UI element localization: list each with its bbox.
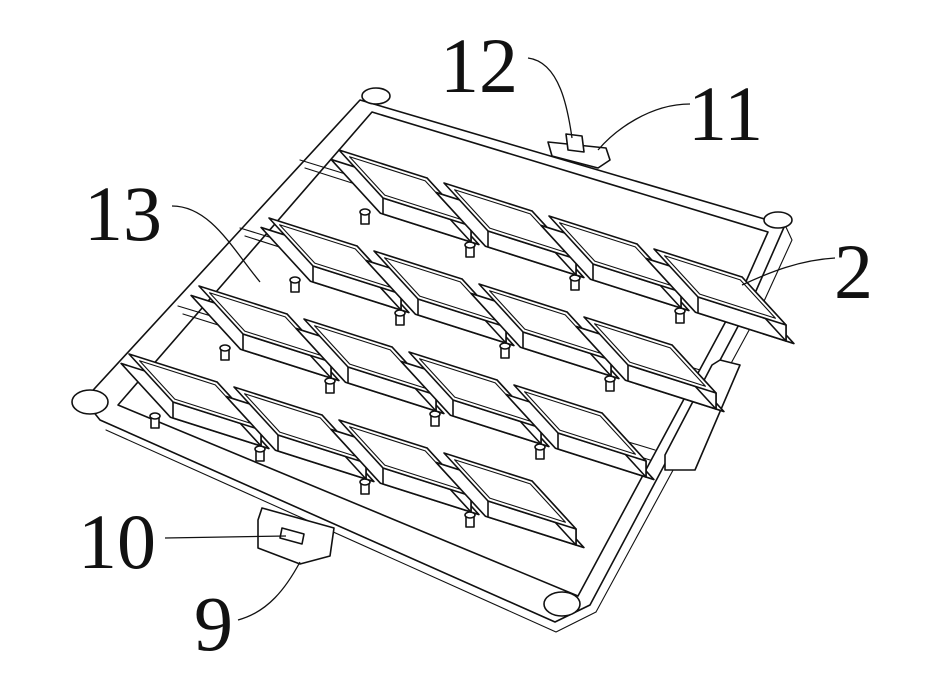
leader-12 [527, 57, 573, 139]
alignment-peg [219, 344, 231, 361]
leader-11 [597, 103, 691, 151]
label-12: 12 [440, 22, 518, 109]
alignment-peg [569, 274, 581, 291]
reference-numerals: 12 11 13 2 10 9 [78, 22, 873, 667]
leader-10 [164, 535, 287, 539]
package-module [505, 384, 655, 481]
package-module [330, 149, 480, 246]
corner-posts [71, 87, 793, 617]
alignment-peg [534, 443, 546, 460]
package-module [365, 250, 515, 347]
tab-clip [565, 133, 585, 153]
package-module [435, 452, 585, 549]
alignment-peg [604, 375, 616, 392]
tab-slot [279, 527, 305, 545]
alignment-peg [289, 276, 301, 293]
leader-9 [237, 561, 301, 621]
label-2: 2 [834, 228, 873, 315]
alignment-peg [149, 412, 161, 429]
module-grid [120, 149, 795, 549]
alignment-peg [394, 309, 406, 326]
label-9: 9 [194, 580, 233, 667]
label-10: 10 [78, 498, 156, 585]
alignment-peg [499, 342, 511, 359]
package-module [575, 316, 725, 413]
package-module [470, 283, 620, 380]
top-tab [547, 133, 611, 169]
leader-2 [741, 257, 836, 286]
package-module [435, 182, 585, 279]
leader-lines [164, 57, 836, 621]
label-11: 11 [688, 70, 763, 157]
alignment-peg [254, 445, 266, 462]
alignment-peg [464, 241, 476, 258]
alignment-peg [359, 208, 371, 225]
package-module [330, 419, 480, 516]
label-13: 13 [84, 170, 162, 257]
leader-13 [171, 205, 261, 283]
alignment-peg [464, 511, 476, 528]
package-module [645, 248, 795, 345]
rail-pegs [149, 208, 686, 528]
alignment-peg [324, 377, 336, 394]
alignment-peg [429, 410, 441, 427]
side-slide-plate [664, 359, 741, 471]
alignment-peg [359, 478, 371, 495]
bottom-tab [257, 507, 335, 565]
alignment-peg [674, 307, 686, 324]
